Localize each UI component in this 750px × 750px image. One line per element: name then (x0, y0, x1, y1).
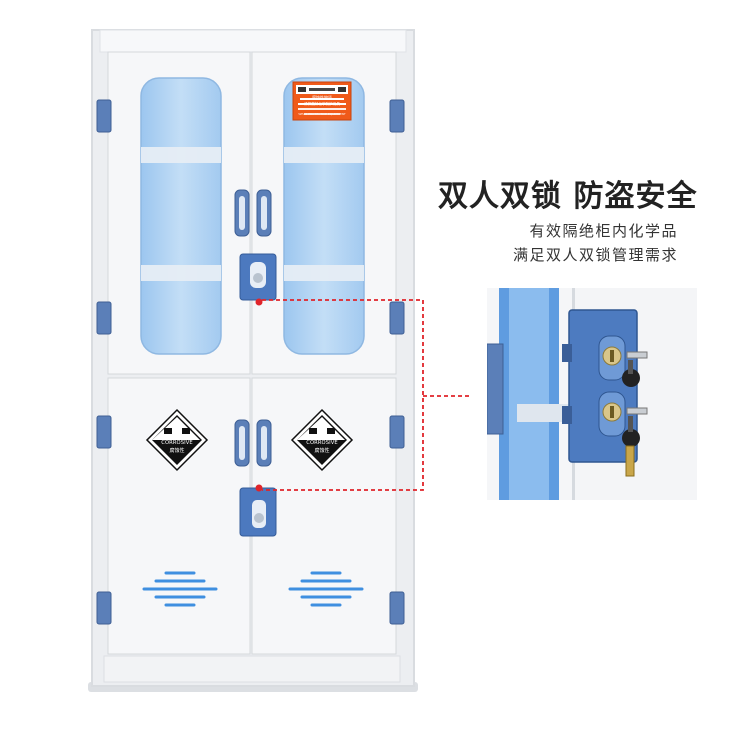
corrosive-en-text: CORROSIVE (306, 440, 338, 446)
lock-detail-photo (487, 288, 697, 500)
warning-sign-line2: WEAR PROTECTIVE EQUIPMENT (298, 112, 346, 116)
corrosive-zh-text: 腐蚀性 (169, 448, 185, 454)
warning-sign-icon (292, 81, 352, 121)
callout-lines (262, 299, 470, 491)
hinges (96, 99, 405, 625)
corrosive-zh-text: 腐蚀性 (314, 448, 330, 454)
right-vent (288, 571, 364, 607)
key-icon-lower (622, 407, 648, 477)
page-title: 双人双锁 防盗安全 (438, 179, 698, 214)
upper-right-corrosive-label: CORROSIVE 腐蚀性 (292, 410, 352, 470)
subtitle-line-2: 满足双人双锁管理需求 (512, 246, 678, 264)
key-icon-upper (622, 351, 648, 387)
left-vent (142, 571, 218, 607)
warning-sign-title: 腐蚀性物质 (312, 95, 332, 100)
upper-left-corrosive-label: CORROSIVE 腐蚀性 (147, 410, 207, 470)
corrosive-en-text: CORROSIVE (161, 440, 193, 446)
subtitle-line-1: 有效隔绝柜内化学品 (529, 222, 678, 240)
left-glass-window (140, 77, 222, 355)
warning-sign-line1: 请佩戴好化学防护用具 (304, 102, 340, 106)
corrosive-hazard-icon-left (145, 408, 209, 472)
corrosive-hazard-icon-right (290, 408, 354, 472)
